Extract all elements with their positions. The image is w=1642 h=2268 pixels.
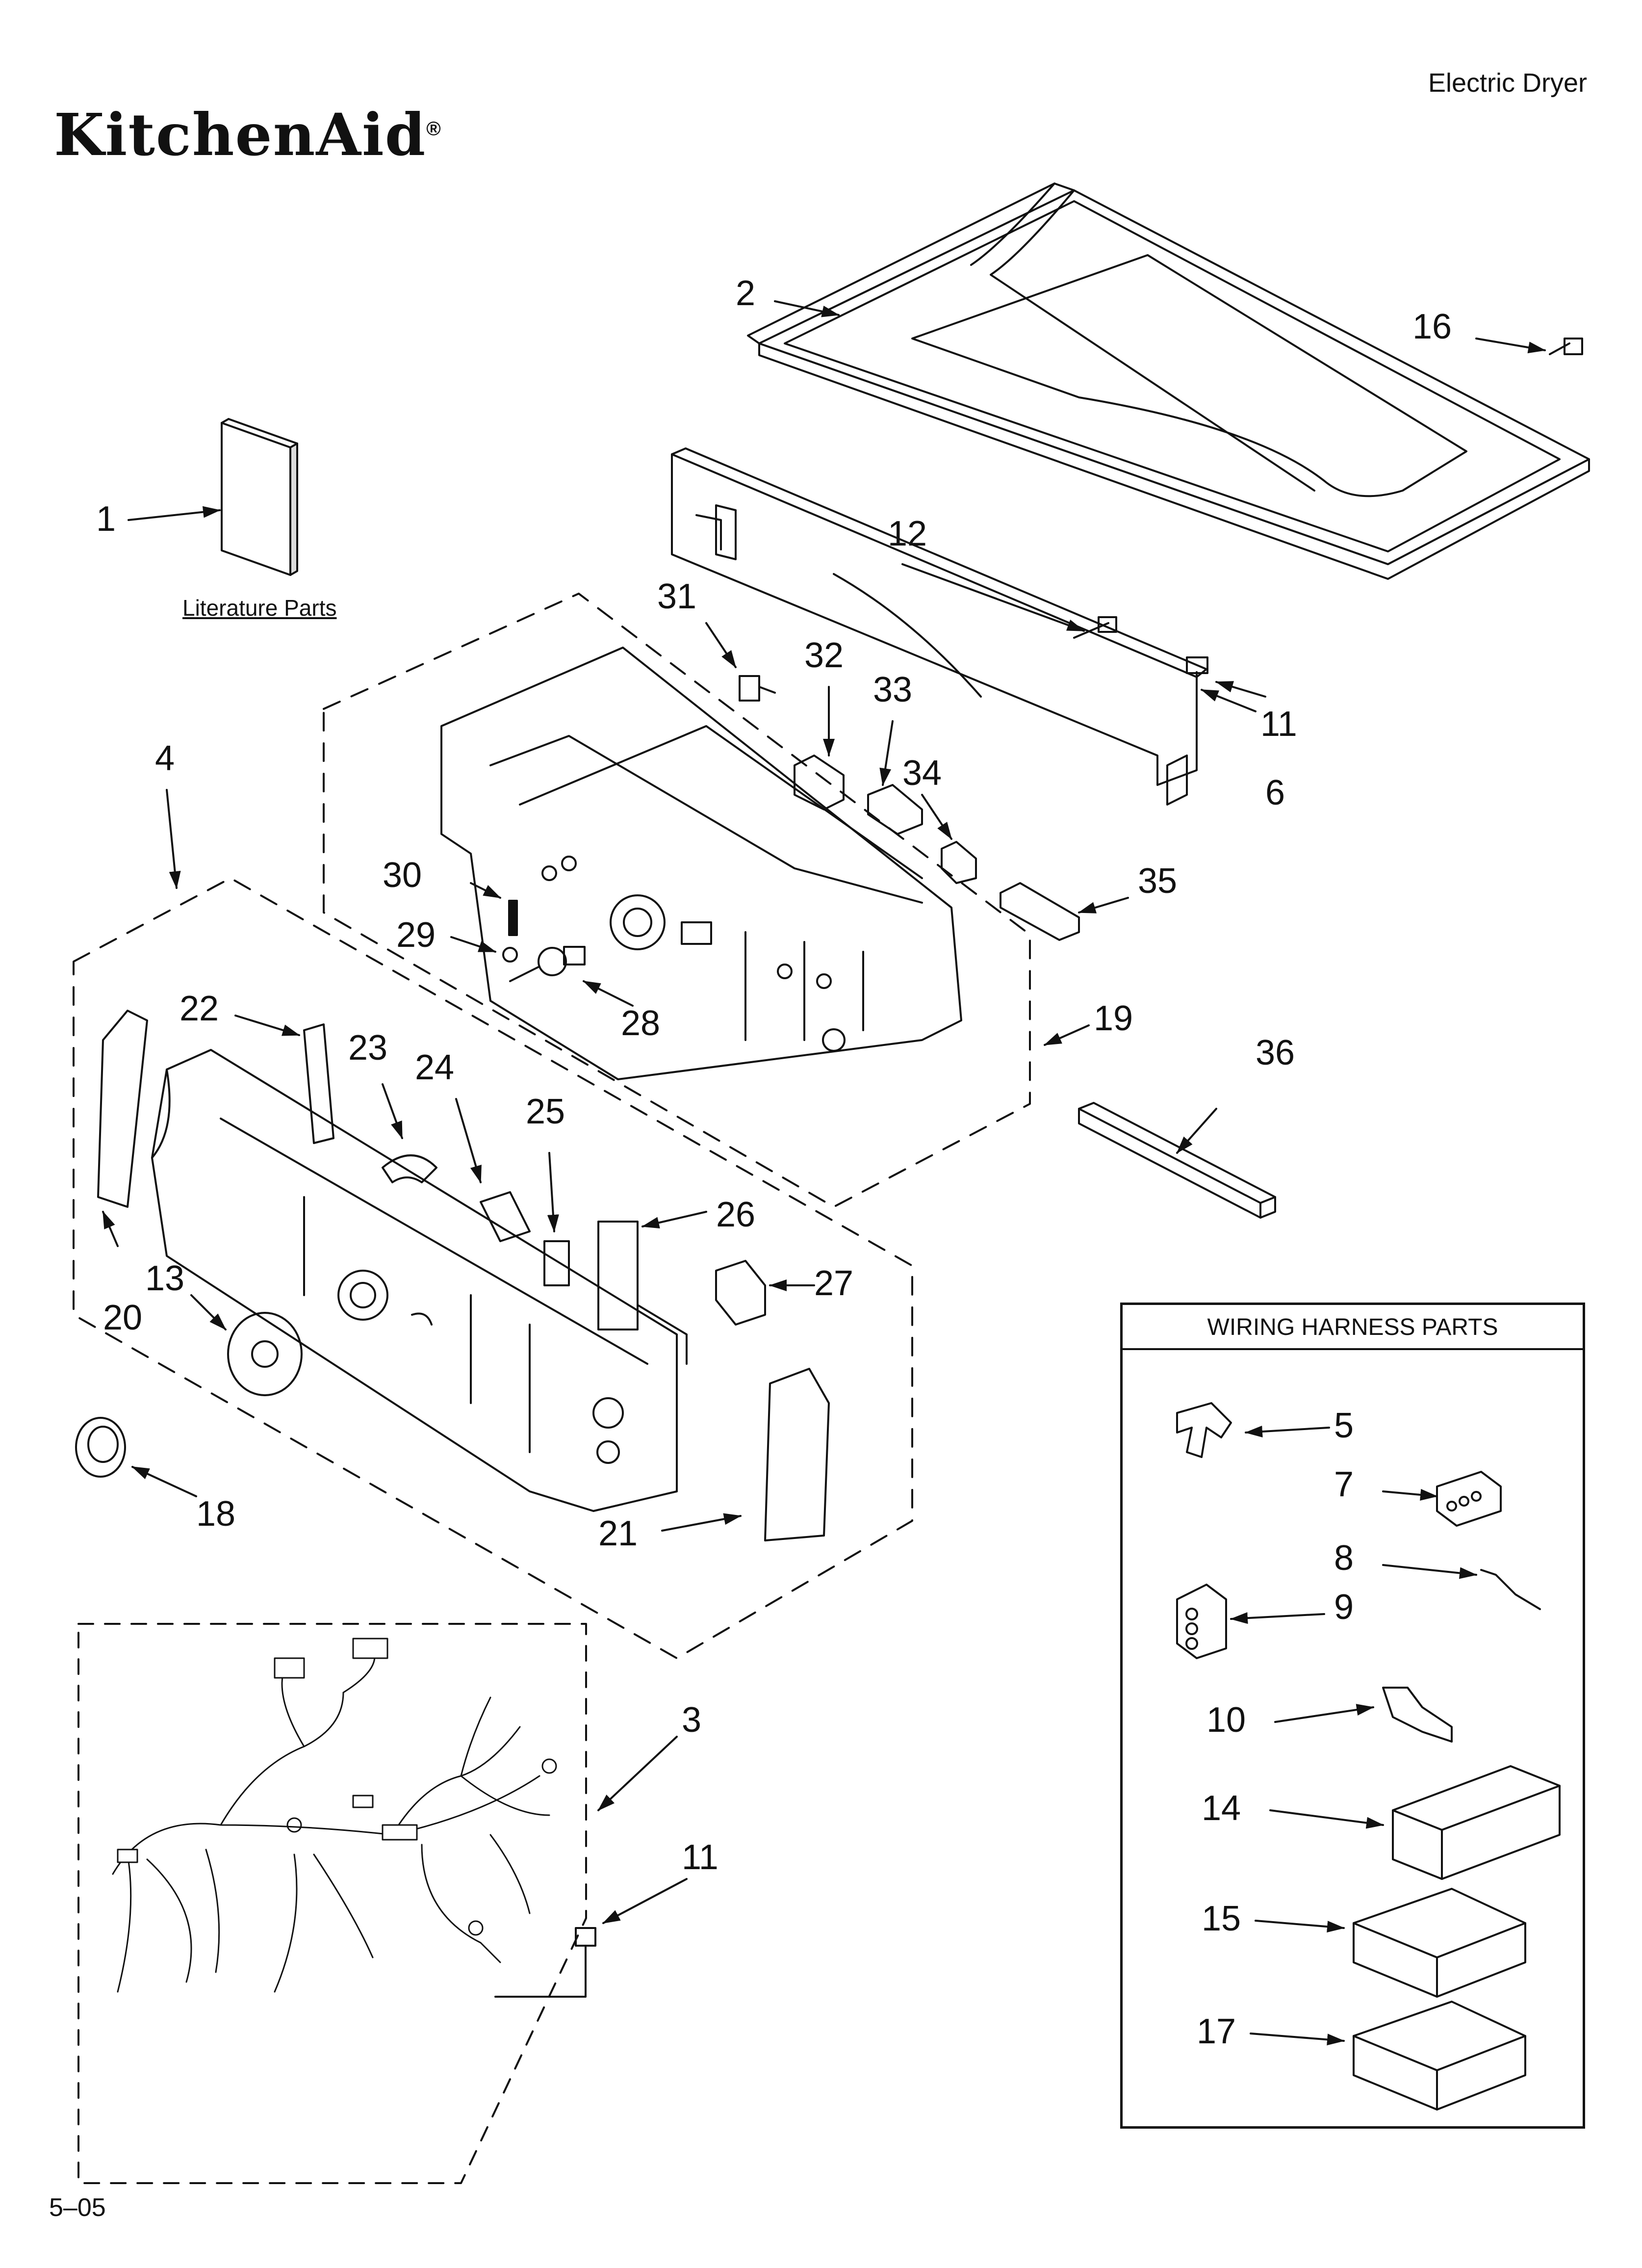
callout-11-bottom: 11 xyxy=(682,1838,718,1877)
part-25 xyxy=(543,1240,570,1286)
screw-11-bottom xyxy=(575,1927,596,1978)
harness-part-17 xyxy=(1353,2001,1526,2111)
wiring-harness-parts-title: WIRING HARNESS PARTS xyxy=(1123,1305,1583,1350)
harness-part-14 xyxy=(1392,1765,1561,1880)
console-panel xyxy=(151,1049,678,1512)
leader-lines xyxy=(102,300,1546,2046)
callout-31: 31 xyxy=(657,577,696,616)
screw-11-top xyxy=(1186,656,1208,698)
part-32 xyxy=(794,755,845,810)
screw-16 xyxy=(1549,338,1583,355)
callout-23: 23 xyxy=(348,1028,387,1068)
callout-14: 14 xyxy=(1202,1789,1241,1828)
part-31 xyxy=(739,675,776,702)
harness-part-9 xyxy=(1176,1584,1227,1659)
left-end-cap xyxy=(97,1010,148,1208)
callout-34: 34 xyxy=(902,754,942,793)
console-dashed-box xyxy=(73,877,913,1659)
harness-part-8 xyxy=(1480,1569,1541,1610)
callout-20: 20 xyxy=(103,1298,142,1337)
callout-2: 2 xyxy=(736,274,755,313)
callout-22: 22 xyxy=(180,989,219,1028)
callout-32: 32 xyxy=(804,636,844,675)
callout-26: 26 xyxy=(716,1195,755,1234)
callout-5: 5 xyxy=(1334,1406,1354,1445)
callout-6: 6 xyxy=(1265,773,1285,812)
part-23 xyxy=(382,1154,437,1183)
callout-7: 7 xyxy=(1334,1465,1354,1504)
callout-12: 12 xyxy=(888,514,927,553)
document-type: Electric Dryer xyxy=(1428,68,1587,98)
literature-parts-label: Literature Parts xyxy=(182,595,337,621)
ui-housing xyxy=(440,647,962,1080)
top-cover xyxy=(747,182,1590,580)
part-30 xyxy=(508,900,518,936)
callout-19: 19 xyxy=(1094,999,1133,1038)
callout-36: 36 xyxy=(1256,1033,1295,1072)
callout-8: 8 xyxy=(1334,1538,1354,1578)
callout-25: 25 xyxy=(526,1092,565,1131)
harness-part-7 xyxy=(1436,1471,1502,1527)
callout-10: 10 xyxy=(1206,1700,1246,1740)
part-34 xyxy=(941,841,977,884)
harness-part-15 xyxy=(1353,1888,1526,1998)
part-35 xyxy=(1000,882,1080,941)
harness-dashed-box xyxy=(77,1623,587,2184)
callout-24: 24 xyxy=(415,1048,454,1087)
callout-35: 35 xyxy=(1138,861,1177,901)
callout-15: 15 xyxy=(1202,1899,1241,1938)
callout-18: 18 xyxy=(196,1494,235,1534)
callout-29: 29 xyxy=(396,915,436,955)
right-end-cap xyxy=(764,1368,830,1541)
selector-knob xyxy=(75,1417,126,1478)
ui-housing-dashed-box xyxy=(323,593,1031,1208)
callout-4: 4 xyxy=(155,739,175,778)
part-28 xyxy=(509,946,586,982)
revision-code: 5–05 xyxy=(49,2193,106,2222)
callout-21: 21 xyxy=(598,1514,638,1553)
callout-1: 1 xyxy=(96,499,116,539)
part-24 xyxy=(480,1191,531,1242)
part-36 xyxy=(1078,1102,1276,1219)
part-27 xyxy=(715,1260,766,1326)
callout-11-top: 11 xyxy=(1260,704,1297,744)
callout-30: 30 xyxy=(383,856,422,895)
literature-book xyxy=(221,418,298,576)
callout-33: 33 xyxy=(873,670,912,709)
part-29 xyxy=(502,947,518,963)
part-33 xyxy=(867,784,923,835)
callout-numbers: 1 2 3 4 5 6 7 8 9 10 11 11 12 13 14 15 1… xyxy=(96,274,1452,2051)
callout-27: 27 xyxy=(814,1264,853,1303)
part-22 xyxy=(303,1023,334,1144)
selector-disc xyxy=(227,1312,303,1396)
callout-16: 16 xyxy=(1412,307,1452,346)
brand-logo: KitchenAid® xyxy=(54,101,442,169)
callout-9: 9 xyxy=(1334,1588,1354,1627)
callout-17: 17 xyxy=(1197,2012,1236,2051)
screw-12 xyxy=(1073,616,1117,639)
callout-28: 28 xyxy=(621,1004,660,1043)
callout-3: 3 xyxy=(682,1700,701,1740)
callout-13: 13 xyxy=(145,1259,184,1298)
main-wire-harness xyxy=(112,1638,557,1993)
harness-part-5 xyxy=(1176,1402,1232,1458)
harness-part-10 xyxy=(1382,1687,1453,1743)
part-26 xyxy=(597,1221,688,1365)
wiring-harness-parts-box: WIRING HARNESS PARTS xyxy=(1120,1303,1585,2129)
